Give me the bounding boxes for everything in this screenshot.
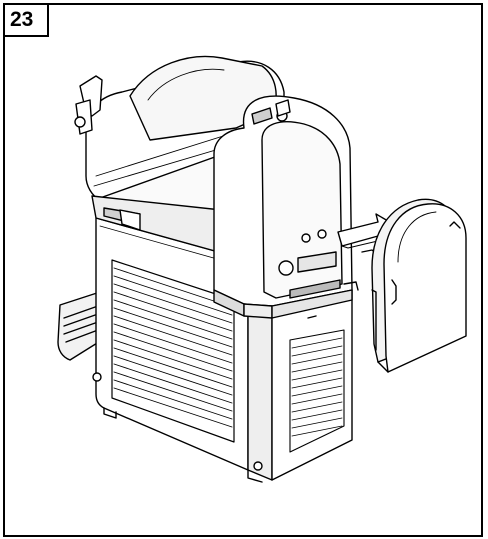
- drip-tray: [57, 291, 103, 361]
- figure-number: 23: [5, 5, 49, 37]
- bowl: [85, 55, 285, 213]
- screw-right: [253, 461, 263, 471]
- removed-side-panel: [371, 198, 467, 373]
- front-grille: [111, 259, 235, 443]
- base-side: [271, 289, 353, 481]
- tap-handle: [74, 75, 103, 135]
- dispense-area: [91, 195, 241, 259]
- side-housing: [213, 95, 353, 319]
- screw-left: [92, 372, 102, 382]
- lid-knob: [251, 99, 291, 125]
